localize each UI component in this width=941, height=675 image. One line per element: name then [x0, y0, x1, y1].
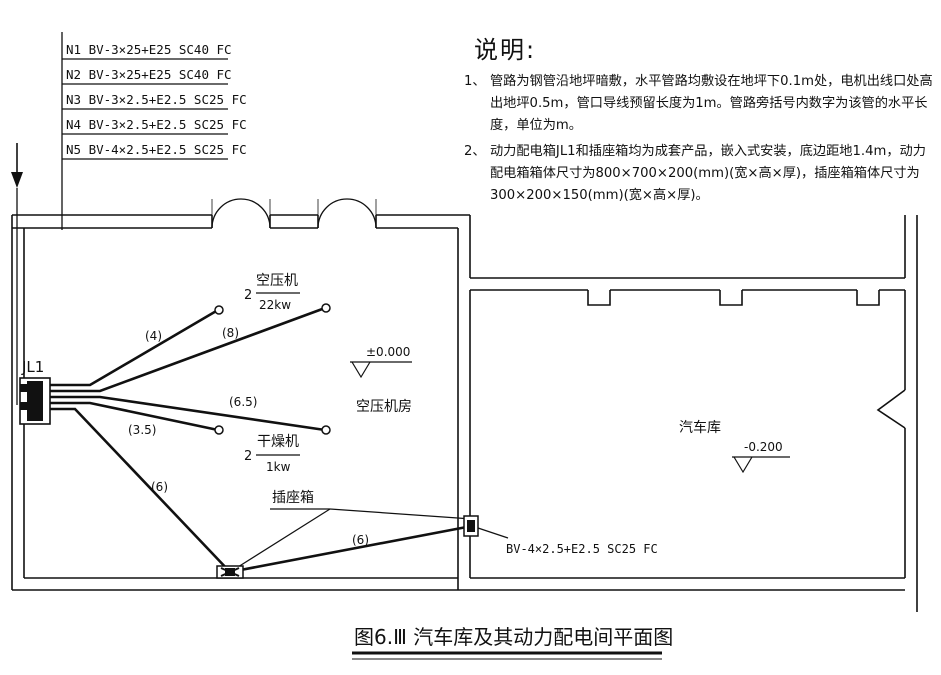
cable-schedule-table — [61, 32, 228, 230]
door-left — [211, 198, 271, 229]
compressor-room-name: 空压机房 — [356, 399, 412, 415]
note-item-2: 2、 动力配电箱JL1和插座箱均为成套产品，嵌入式安装，底边距地1.4m，动力配… — [464, 141, 934, 207]
dryer-name: 干燥机 — [257, 434, 299, 450]
dryer-power: 1kw — [266, 460, 291, 474]
garage-name: 汽车库 — [679, 419, 721, 436]
compressor-count: 2 — [244, 288, 252, 303]
dryer-count: 2 — [244, 449, 252, 464]
door-right — [317, 198, 377, 229]
outlet-compressor-2 — [321, 303, 331, 313]
notes-block: 说明: 1、 管路为钢管沿地坪暗敷，水平管路均敷设在地坪下0.1m处，电机出线口… — [464, 30, 934, 207]
length-label-n2: (8) — [222, 326, 239, 340]
elevation-mark-compressor-room — [350, 361, 412, 379]
socket-box-garage — [463, 515, 479, 537]
building-walls — [11, 214, 918, 612]
distribution-panel-jl1 — [19, 377, 51, 425]
cable-runs — [48, 306, 474, 574]
outlet-dryer-2 — [321, 425, 331, 435]
cable-row-n1: N1 BV-3×25+E25 SC40 FC — [66, 42, 232, 57]
length-label-n3: (6.5) — [229, 395, 257, 409]
run-n3 — [48, 395, 327, 432]
outlet-compressor-1 — [214, 305, 224, 315]
length-label-n1: (4) — [145, 329, 162, 343]
run-n4 — [48, 401, 220, 432]
run-n2 — [48, 306, 327, 393]
outlet-dryer-1 — [214, 425, 224, 435]
note-text-1: 管路为钢管沿地坪暗敷，水平管路均敷设在地坪下0.1m处，电机出线口处高出地坪0.… — [490, 74, 933, 133]
note-number-1: 1、 — [464, 74, 486, 89]
cable-row-n4: N4 BV-3×2.5+E2.5 SC25 FC — [66, 117, 247, 132]
figure-caption: 图6.Ⅲ 汽车库及其动力配电间平面图 — [354, 625, 673, 649]
elevation-mark-garage — [732, 456, 790, 474]
note-number-2: 2、 — [464, 144, 486, 159]
length-label-n4: (3.5) — [128, 423, 156, 437]
notes-title: 说明: — [474, 36, 537, 64]
socket-cable-spec: BV-4×2.5+E2.5 SC25 FC — [506, 542, 658, 556]
compressor-name: 空压机 — [256, 273, 298, 289]
elevation-garage: -0.200 — [744, 440, 783, 454]
panel-label: JL1 — [21, 358, 44, 376]
cable-row-n3: N3 BV-3×2.5+E2.5 SC25 FC — [66, 92, 247, 107]
cable-row-n2: N2 BV-3×25+E25 SC40 FC — [66, 67, 232, 82]
cable-row-n5: N5 BV-4×2.5+E2.5 SC25 FC — [66, 142, 247, 157]
socket-box-label: 插座箱 — [272, 490, 314, 506]
run-socket-to-garage — [228, 524, 474, 574]
elevation-compressor-room: ±0.000 — [366, 345, 410, 359]
compressor-power: 22kw — [259, 298, 291, 312]
run-n5 — [48, 407, 232, 574]
note-text-2: 动力配电箱JL1和插座箱均为成套产品，嵌入式安装，底边距地1.4m，动力配电箱箱… — [490, 144, 926, 203]
length-label-socket-run: (6) — [352, 533, 369, 547]
note-item-1: 1、 管路为钢管沿地坪暗敷，水平管路均敷设在地坪下0.1m处，电机出线口处高出地… — [464, 71, 934, 137]
leader-lines — [229, 508, 509, 573]
length-label-n5: (6) — [151, 480, 168, 494]
run-n1 — [48, 308, 220, 387]
incoming-supply-arrow — [11, 143, 23, 405]
socket-box-floor — [216, 565, 244, 579]
motor-outlets — [214, 303, 331, 435]
